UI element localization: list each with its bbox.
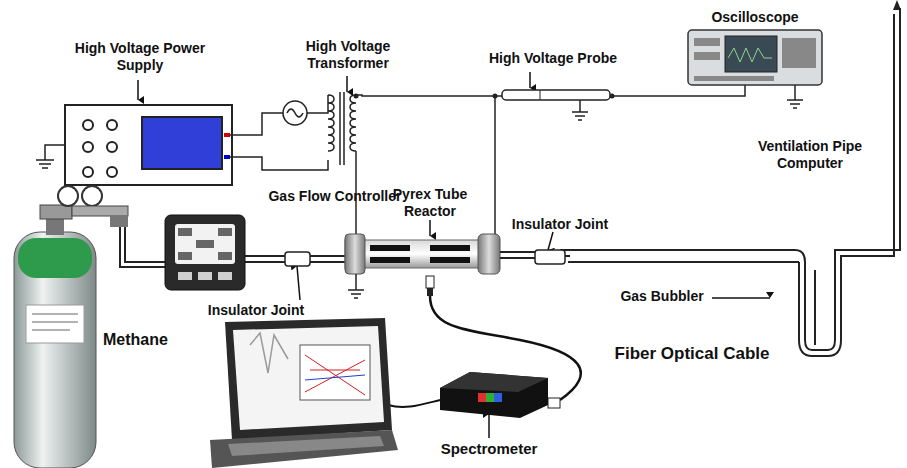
oscilloscope-label: Oscilloscope [700, 9, 810, 26]
spectrometer-label: Spectrometer [430, 440, 548, 458]
gas-cylinder-label: Methane [103, 330, 183, 349]
power-supply-label: High Voltage Power Supply [70, 40, 210, 74]
ventilation-label: Ventilation Pipe Computer [735, 138, 885, 172]
insulator-label: Insulator Joint [196, 302, 316, 319]
reactor-label: Pyrex Tube Reactor [386, 186, 474, 220]
fiber-label: Fiber Optical Cable [592, 344, 792, 364]
insulator-label: Insulator Joint [500, 216, 620, 233]
bubbler-label: Gas Bubbler [612, 288, 712, 305]
transformer-label: High Voltage Transformer [283, 38, 413, 72]
probe-label: High Voltage Probe [478, 50, 628, 67]
